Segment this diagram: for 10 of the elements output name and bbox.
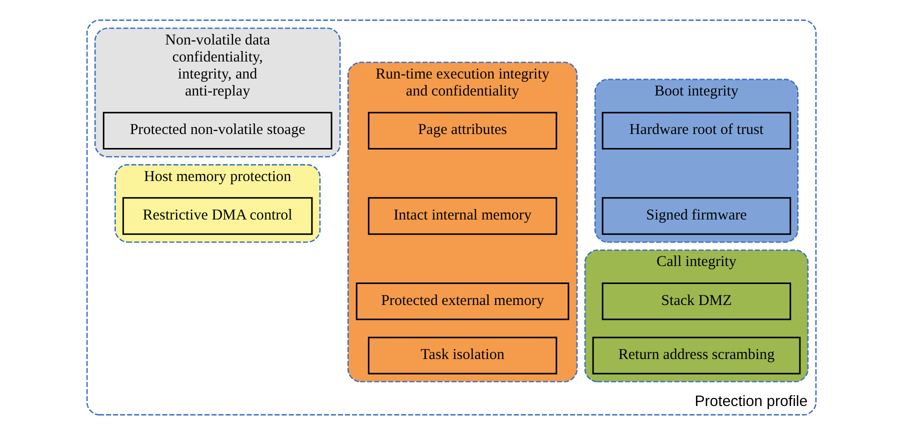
node-box: Restrictive DMA control: [122, 197, 312, 235]
node-box: Protected non-volatile stoage: [102, 112, 332, 150]
node-box: Stack DMZ: [601, 282, 791, 320]
node-box: Signed firmware: [601, 197, 791, 235]
node-box: Page attributes: [367, 112, 557, 150]
node-box: Hardware root of trust: [601, 112, 791, 150]
node-box: Protected external memory: [355, 282, 569, 320]
node-box: Intact internal memory: [367, 197, 557, 235]
node-box: Return address scrambing: [592, 336, 800, 374]
node-box: Task isolation: [367, 336, 557, 374]
